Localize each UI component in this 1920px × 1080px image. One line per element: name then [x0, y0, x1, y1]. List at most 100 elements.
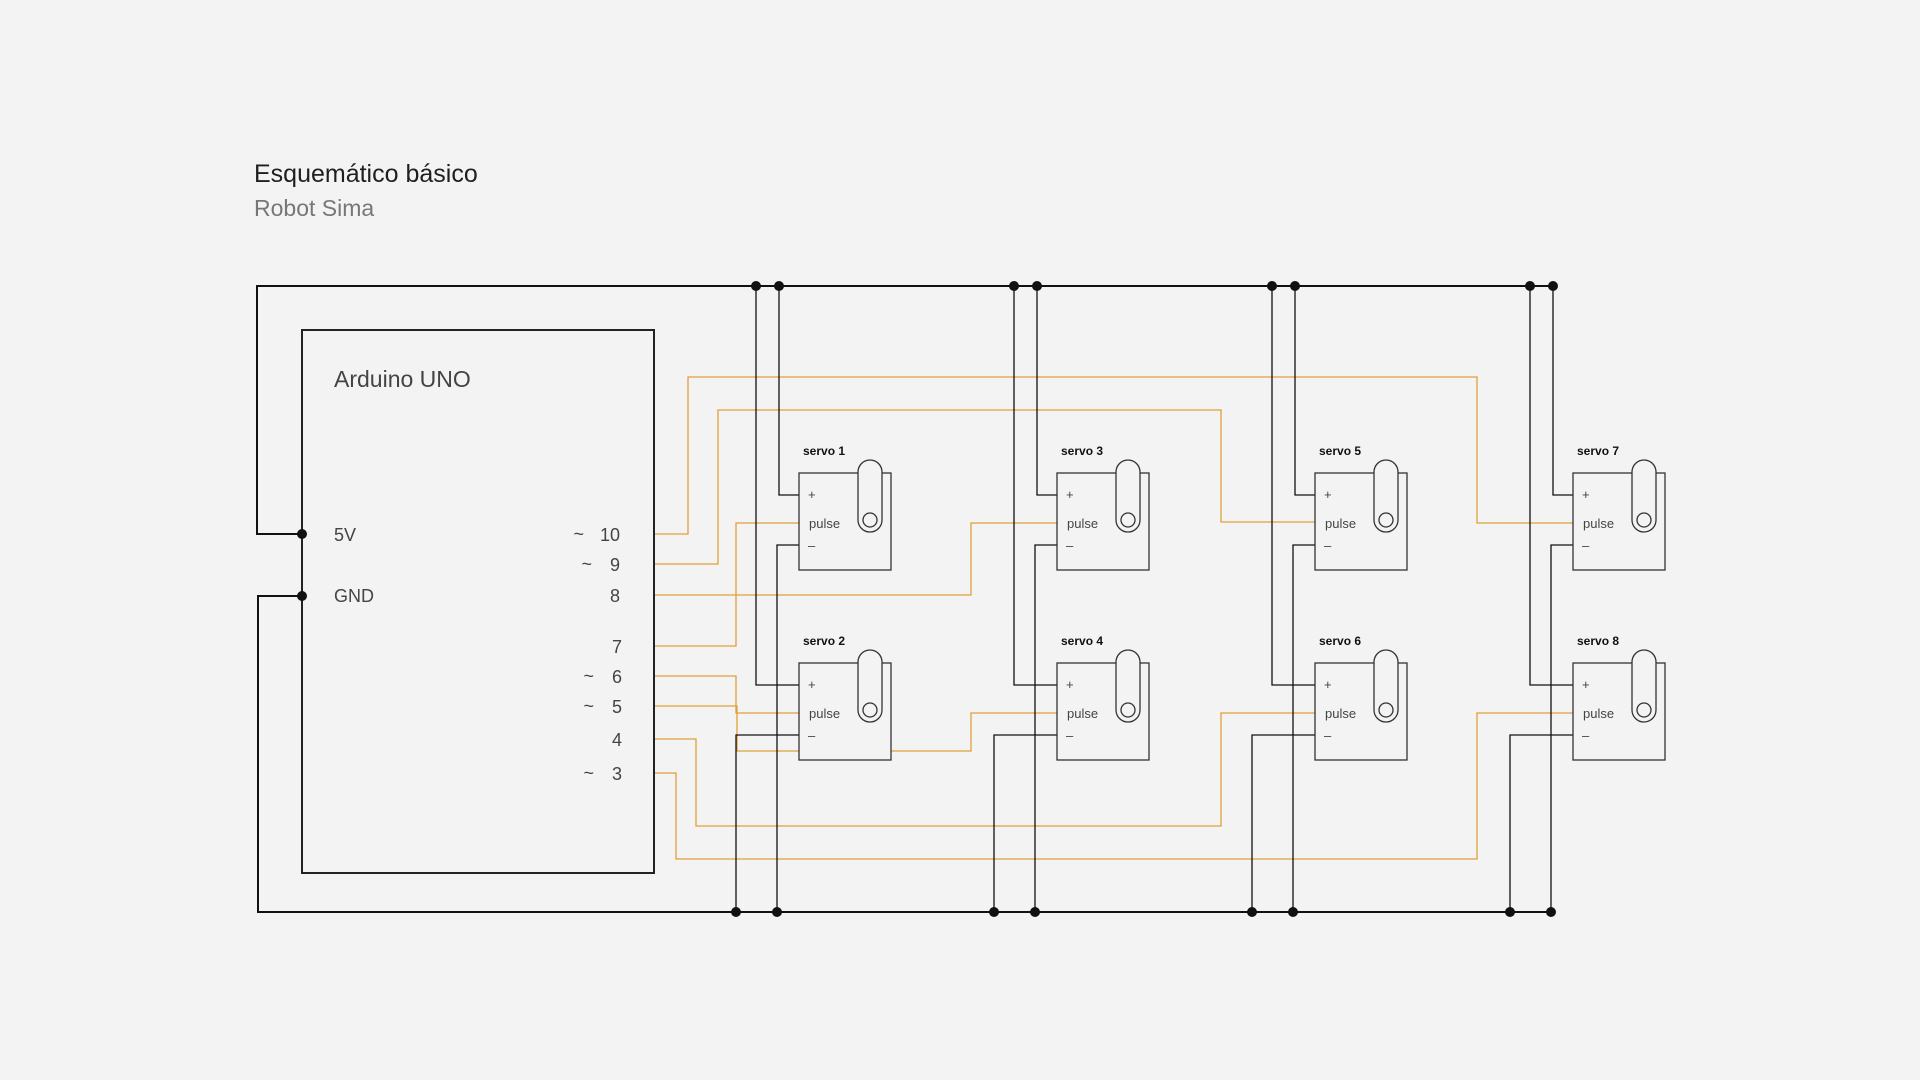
servo-pin-minus: – [1324, 538, 1332, 553]
servo-shaft [1378, 512, 1394, 528]
servo-pin-plus: + [1324, 487, 1332, 502]
arduino-board-outline [301, 329, 655, 874]
signal-wire-8 [654, 712, 1573, 860]
servo-pin-plus: + [1582, 487, 1590, 502]
vcc-drop-1 [778, 286, 799, 496]
servo-shaft [1636, 702, 1652, 718]
junction-vcc-4 [1009, 281, 1019, 291]
gnd-drop-4 [993, 734, 1057, 912]
gnd-drop-3 [1034, 544, 1057, 912]
junction-gnd-4 [989, 907, 999, 917]
servo-pin-plus: + [1582, 677, 1590, 692]
signal-wire-1 [654, 522, 799, 647]
junction-gnd-1 [772, 907, 782, 917]
servo-horn [1631, 649, 1657, 723]
signal-wires [654, 376, 1573, 860]
servo-pin-plus: + [808, 487, 816, 502]
vcc-drop-2 [755, 286, 799, 686]
servo-pin-pulse: pulse [1325, 706, 1356, 721]
servo-shaft [862, 702, 878, 718]
servo-pin-pulse: pulse [809, 516, 840, 531]
signal-pin-labels: 10~9~876~5~43~ [573, 524, 622, 784]
signal-wire-2 [654, 675, 799, 714]
junction-vcc-6 [1267, 281, 1277, 291]
pwm-marker-6: ~ [583, 666, 594, 686]
gnd-drop-8 [1509, 734, 1573, 912]
servo-3: servo 3+pulse– [1056, 444, 1150, 571]
junction-vcc-5 [1290, 281, 1300, 291]
pin-label-7: 7 [612, 637, 622, 657]
junction-dots [297, 281, 1558, 917]
servo-horn [1115, 459, 1141, 533]
vcc-drop-6 [1271, 286, 1315, 686]
servo-pin-plus: + [1324, 677, 1332, 692]
servo-horn [1115, 649, 1141, 723]
servo-pin-plus: + [1066, 677, 1074, 692]
servo-pin-minus: – [1582, 538, 1590, 553]
servo-pin-minus: – [1582, 728, 1590, 743]
servo-name-1: servo 1 [803, 444, 845, 458]
junction-gnd-2 [731, 907, 741, 917]
servo-6: servo 6+pulse– [1314, 634, 1408, 761]
vcc-drop-5 [1294, 286, 1315, 496]
servo-horn [1373, 459, 1399, 533]
servo-group: servo 1+pulse–servo 2+pulse–servo 3+puls… [798, 444, 1666, 761]
arduino-board: Arduino UNO 5V GND 10~9~876~5~43~ [301, 329, 655, 874]
servo-8: servo 8 + pulse – [1572, 634, 1666, 761]
junction-vcc-7 [1548, 281, 1558, 291]
servo-4: servo 4+pulse– [1056, 634, 1150, 761]
servo-name-3: servo 3 [1061, 444, 1103, 458]
servo-shaft [1120, 702, 1136, 718]
servo-7: servo 7+pulse– [1572, 444, 1666, 571]
gnd-drop-1 [776, 544, 799, 912]
gnd-drop-6 [1251, 734, 1315, 912]
servo-1: servo 1 + pulse – [798, 444, 892, 571]
servo-pin-minus: – [1324, 728, 1332, 743]
junction-gnd-5 [1288, 907, 1298, 917]
servo-horn [857, 649, 883, 723]
servo-2: servo 2+pulse– [798, 634, 892, 761]
vcc-bus [256, 285, 1553, 535]
vcc-drop-8 [1529, 286, 1573, 686]
servo-pin-minus: – [808, 538, 816, 553]
servo-shaft [862, 512, 878, 528]
servo-horn [1373, 649, 1399, 723]
signal-wire-4 [654, 712, 1315, 827]
signal-wire-5 [654, 409, 1315, 565]
pin-label-4: 4 [612, 730, 622, 750]
servo-pin-plus: + [808, 677, 816, 692]
junction-gnd-3 [1030, 907, 1040, 917]
pwm-marker-5: ~ [583, 696, 594, 716]
page-title: Esquemático básico [254, 160, 478, 188]
gnd-drop-5 [1292, 544, 1315, 912]
junction-gnd-8 [1505, 907, 1515, 917]
servo-shaft [1378, 702, 1394, 718]
junction-vcc-8 [1525, 281, 1535, 291]
junction-gnd-6 [1247, 907, 1257, 917]
pin-label-8: 8 [610, 586, 620, 606]
junction-gnd-7 [1546, 907, 1556, 917]
servo-pin-minus: – [1066, 538, 1074, 553]
servo-name-5: servo 5 [1319, 444, 1361, 458]
servo-pin-pulse: pulse [1067, 706, 1098, 721]
junction-gnd [297, 591, 307, 601]
servo-horn [1631, 459, 1657, 533]
pin-label-9: 9 [610, 555, 620, 575]
servo-name-2: servo 2 [803, 634, 845, 648]
vcc-drop-4 [1013, 286, 1057, 686]
vcc-drop-7 [1552, 286, 1573, 496]
servo-shaft [1120, 512, 1136, 528]
gnd-drop-2 [735, 734, 799, 912]
pwm-marker-10: ~ [573, 524, 584, 544]
junction-5v [297, 529, 307, 539]
servo-pin-pulse: pulse [1583, 706, 1614, 721]
servo-pin-pulse: pulse [809, 706, 840, 721]
pin-label-5v: 5V [334, 525, 356, 545]
servo-name-8: servo 8 [1577, 634, 1619, 648]
gnd-drop-7 [1550, 544, 1573, 912]
servo-shaft [1636, 512, 1652, 528]
board-name: Arduino UNO [334, 366, 471, 392]
servo-5: servo 5+pulse– [1314, 444, 1408, 571]
